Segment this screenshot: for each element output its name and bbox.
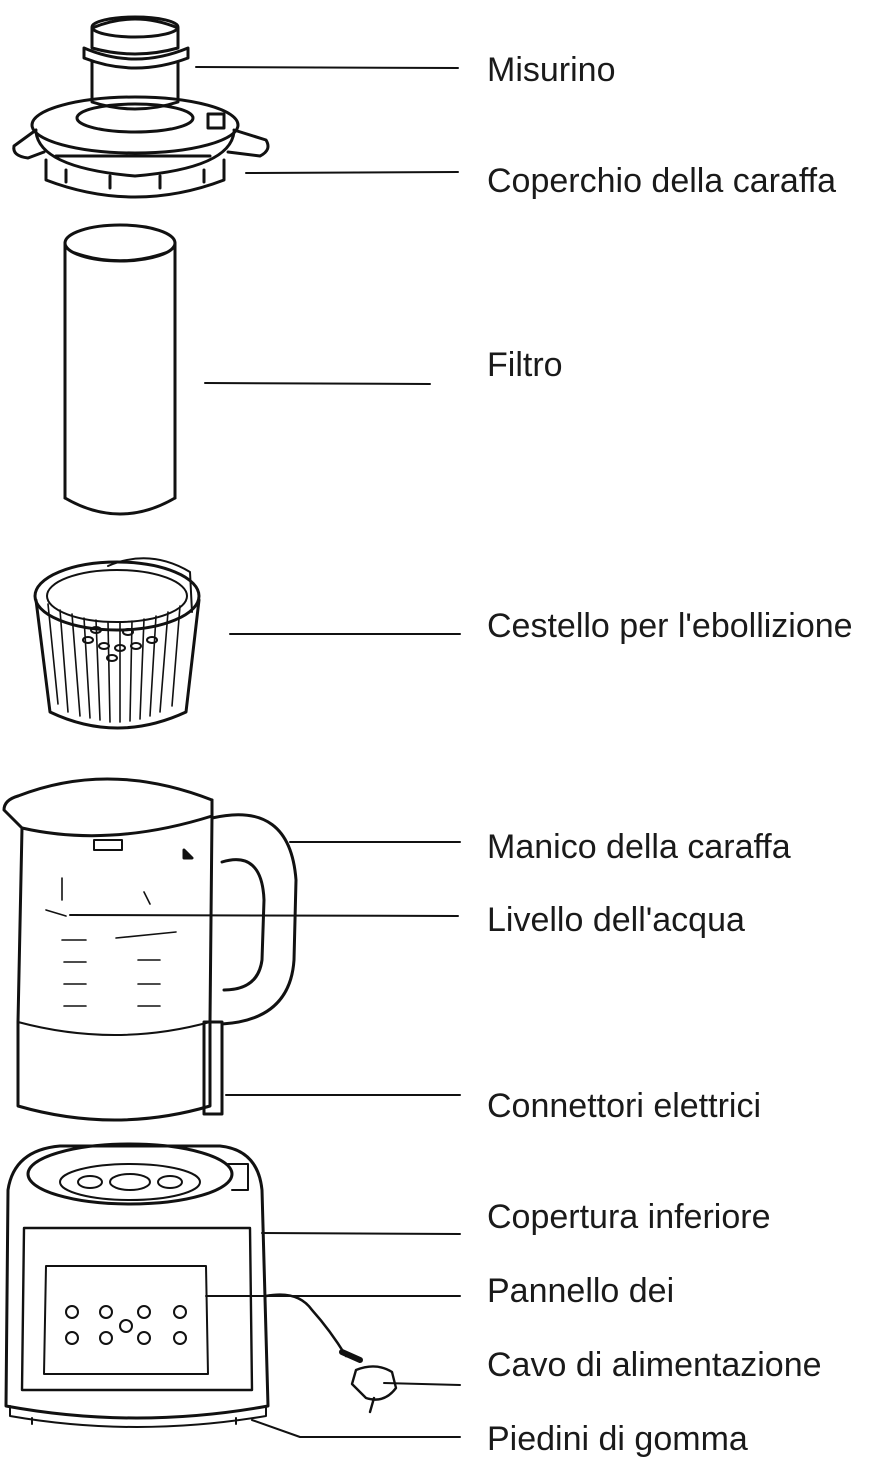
leader-line	[245, 171, 459, 174]
leader-line	[195, 66, 459, 69]
leader-lines	[69, 66, 461, 1438]
label-cestello: Cestello per l'ebollizione	[487, 607, 853, 645]
label-coperchio: Coperchio della caraffa	[487, 162, 837, 200]
jug-lid-illustration	[12, 95, 270, 199]
label-manico: Manico della caraffa	[487, 828, 791, 866]
basket-illustration	[33, 557, 201, 730]
leader-line	[204, 382, 431, 385]
label-misurino: Misurino	[487, 51, 616, 89]
label-copertura: Copertura inferiore	[487, 1198, 771, 1236]
base-illustration	[4, 1142, 398, 1428]
leader-line	[383, 1382, 461, 1386]
label-cavo: Cavo di alimentazione	[487, 1346, 822, 1384]
leader-line	[251, 1419, 461, 1438]
label-piedini: Piedini di gomma	[487, 1420, 748, 1458]
label-connettori: Connettori elettrici	[487, 1087, 762, 1125]
leader-line	[261, 1232, 461, 1235]
leader-line	[69, 914, 459, 917]
label-pannello: Pannello dei	[487, 1272, 675, 1310]
label-filtro: Filtro	[487, 346, 563, 384]
label-livello: Livello dell'acqua	[487, 901, 745, 939]
filter-illustration	[63, 223, 177, 516]
jug-illustration	[2, 777, 298, 1122]
measuring-cup-illustration	[82, 15, 190, 111]
